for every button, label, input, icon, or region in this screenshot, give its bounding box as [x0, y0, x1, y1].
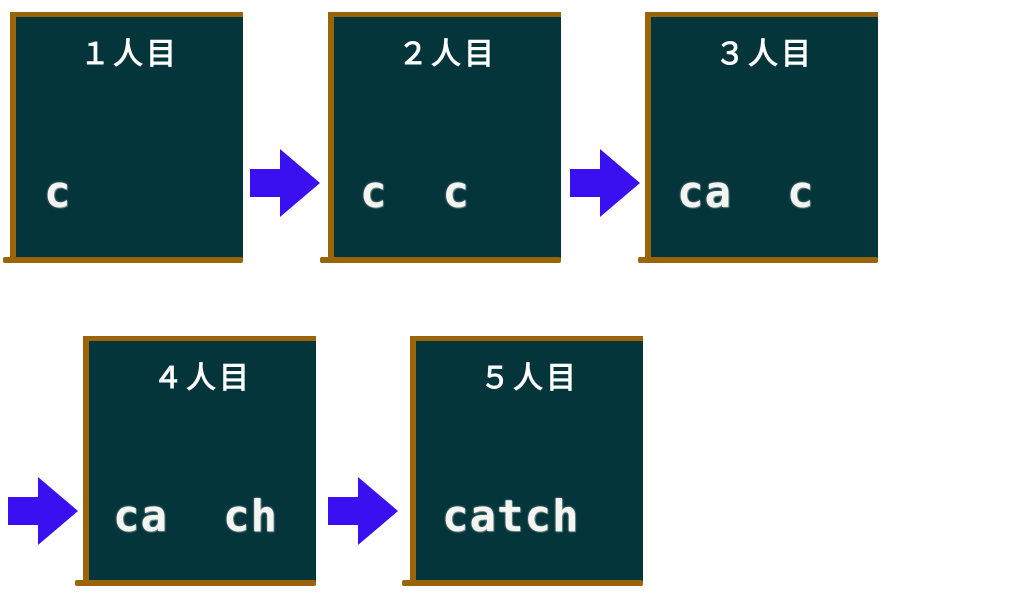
chalkboard-ledge [75, 580, 316, 586]
chalkboard-ledge [3, 257, 243, 263]
board-title: ４人目 [153, 361, 252, 396]
chalk-text: ca c [677, 167, 815, 218]
chalk-text: catch [442, 491, 580, 542]
board-title: ２人目 [398, 37, 497, 72]
right-arrow-icon [8, 477, 78, 545]
chalkboard-5: ５人目 catch [410, 336, 643, 583]
chalkboard-4: ４人目 ca ch [83, 336, 316, 583]
chalk-text: c c [360, 167, 470, 218]
board-title: ５人目 [480, 361, 579, 396]
chalkboard-1: １人目 c [10, 12, 243, 259]
chalkboard-2: ２人目 c c [328, 12, 561, 259]
right-arrow-icon [328, 477, 398, 545]
chalkboard-ledge [638, 257, 878, 263]
chalkboard-ledge [402, 580, 643, 586]
chalk-text: c [44, 167, 72, 218]
chalkboard-ledge [320, 257, 561, 263]
chalk-text: ca ch [113, 491, 278, 542]
chalkboard-3: ３人目 ca c [645, 12, 878, 259]
right-arrow-icon [570, 149, 640, 217]
board-title: ３人目 [715, 37, 814, 72]
right-arrow-icon [250, 149, 320, 217]
board-title: １人目 [80, 37, 179, 72]
